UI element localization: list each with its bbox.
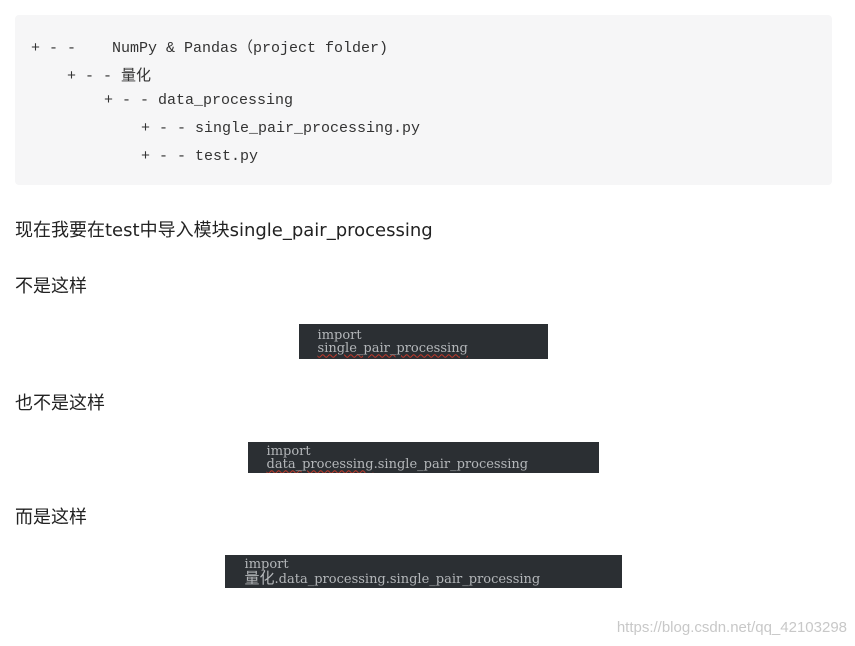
- but-this-text: 而是这样: [15, 507, 87, 528]
- package-name: data_processing: [266, 456, 374, 472]
- code-screenshot-1: import single_pair_processing: [299, 324, 548, 359]
- watermark: https://blog.csdn.net/qq_42103298: [616, 619, 847, 636]
- intro-text: 现在我要在test中导入模块single_pair_processing: [15, 220, 433, 241]
- package-name: 量化: [244, 568, 275, 587]
- tree-line-single-pair: + - - single_pair_processing.py: [141, 120, 421, 137]
- nor-this-text: 也不是这样: [15, 393, 105, 414]
- import-keyword: import: [317, 327, 366, 343]
- module-name: .single_pair_processing: [373, 456, 529, 472]
- code-block: + - - NumPy & Pandas（project folder) + -…: [15, 15, 832, 185]
- import-keyword: import: [244, 556, 293, 572]
- tree-line-lianghua: + - - 量化: [67, 68, 152, 85]
- tree-line-data-processing: + - - data_processing: [104, 92, 294, 109]
- tree-line-test: + - - test.py: [141, 148, 259, 165]
- tree-line-root: + - - NumPy & Pandas（project folder): [31, 40, 389, 57]
- module-path: .data_processing.single_pair_processing: [274, 571, 541, 587]
- import-keyword: import: [266, 443, 315, 459]
- code-screenshot-2: import data_processing.single_pair_proce…: [248, 442, 599, 473]
- not-this-text: 不是这样: [15, 276, 87, 297]
- code-screenshot-3: import 量化.data_processing.single_pair_pr…: [225, 555, 622, 588]
- module-name: single_pair_processing: [317, 340, 468, 356]
